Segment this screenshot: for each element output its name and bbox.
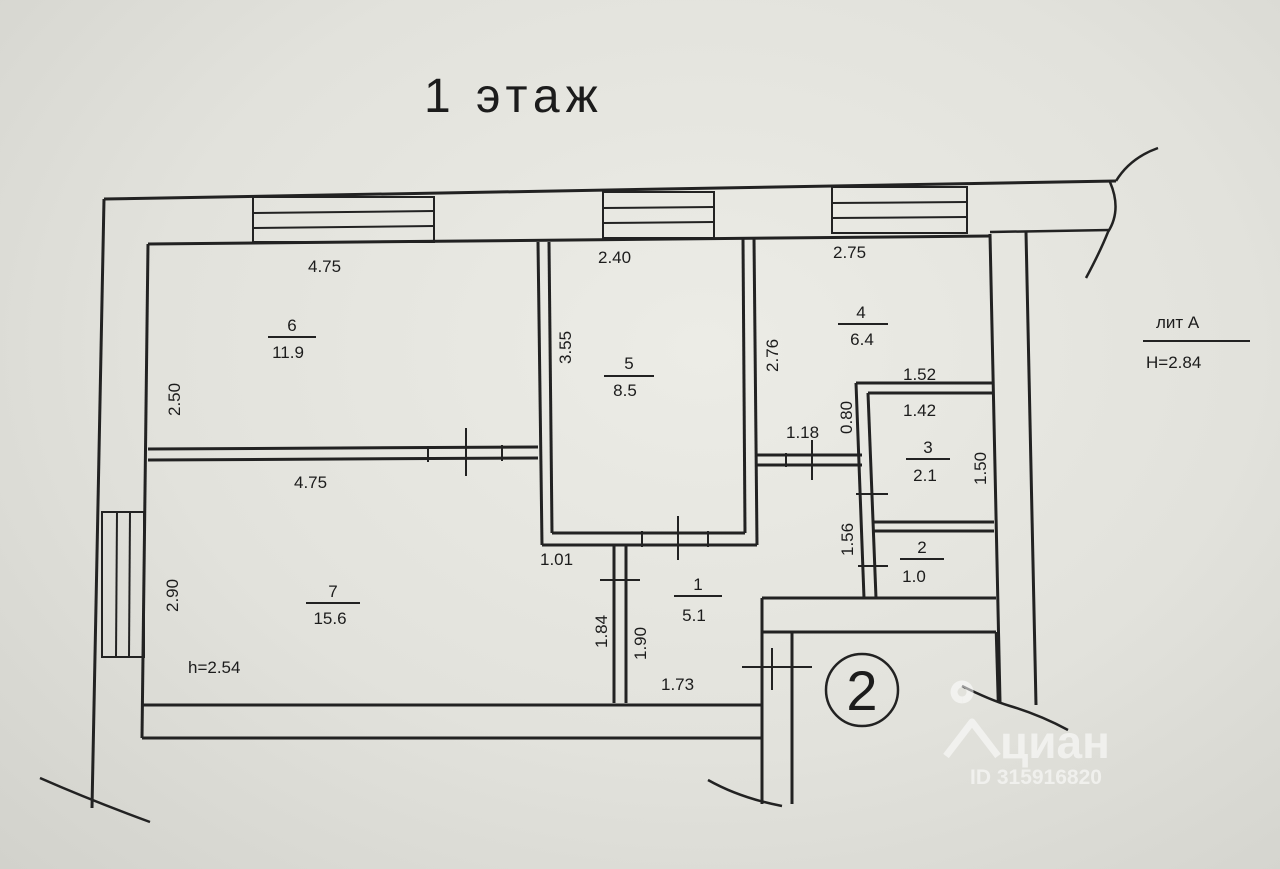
window-4 xyxy=(101,511,145,658)
svg-text:3: 3 xyxy=(923,438,932,457)
dim-hall-partition-b: 1.90 xyxy=(631,627,650,660)
floor-height-label: h=2.54 xyxy=(188,658,240,677)
dim-corridor: 1.18 xyxy=(786,423,819,442)
dim-hall-bottom: 1.73 xyxy=(661,675,694,694)
room-3-label: 3 2.1 xyxy=(906,438,950,485)
dim-room4-left: 2.76 xyxy=(763,339,782,372)
room-2-label: 2 1.0 xyxy=(900,538,944,586)
svg-text:5: 5 xyxy=(624,354,633,373)
dim-room2-left: 1.56 xyxy=(838,523,857,556)
dim-room5-top: 2.40 xyxy=(598,248,631,267)
dim-room6-bottom: 4.75 xyxy=(294,473,327,492)
dim-room4-top: 2.75 xyxy=(833,243,866,262)
svg-text:8.5: 8.5 xyxy=(613,381,637,400)
dim-room3-top-outer: 1.52 xyxy=(903,365,936,384)
room-7-label: 7 15.6 xyxy=(306,582,360,628)
window-1 xyxy=(252,196,435,243)
dim-room3-left: 0.80 xyxy=(837,401,856,434)
svg-text:4: 4 xyxy=(856,303,865,322)
watermark: циан ID 315916820 xyxy=(943,680,1110,789)
svg-text:1.0: 1.0 xyxy=(902,567,926,586)
room-4-label: 4 6.4 xyxy=(838,303,888,349)
svg-text:5.1: 5.1 xyxy=(682,606,706,625)
entrance-marker: 2 xyxy=(824,652,900,728)
room-1-label: 1 5.1 xyxy=(674,575,722,625)
dim-room7-left: 2.90 xyxy=(163,579,182,612)
building-lit-label: лит А xyxy=(1156,313,1200,332)
dim-hall-partition-a: 1.84 xyxy=(592,615,611,648)
interior-walls xyxy=(147,237,994,703)
watermark-brand: циан xyxy=(1000,716,1110,768)
dim-room6-top: 4.75 xyxy=(308,257,341,276)
svg-text:2.1: 2.1 xyxy=(913,466,937,485)
svg-text:7: 7 xyxy=(328,582,337,601)
svg-text:11.9: 11.9 xyxy=(272,343,304,362)
door-marks xyxy=(427,428,888,690)
window-2 xyxy=(602,191,715,239)
dimension-labels: 4.75 2.50 4.75 2.40 3.55 2.75 2.76 1.52 … xyxy=(163,243,990,694)
svg-text:6.4: 6.4 xyxy=(850,330,874,349)
room-5-label: 5 8.5 xyxy=(604,354,654,400)
cian-logo-icon xyxy=(943,680,1001,759)
floor-title: 1 этаж xyxy=(424,70,604,123)
watermark-id: ID 315916820 xyxy=(970,766,1102,789)
svg-text:6: 6 xyxy=(287,316,296,335)
svg-text:2: 2 xyxy=(917,538,926,557)
room-6-label: 6 11.9 xyxy=(268,316,316,362)
svg-text:1: 1 xyxy=(693,575,702,594)
dim-hall-left-top: 1.01 xyxy=(540,550,573,569)
svg-text:15.6: 15.6 xyxy=(313,609,346,628)
window-3 xyxy=(831,186,968,234)
entrance-number: 2 xyxy=(846,659,877,722)
building-height-label: H=2.84 xyxy=(1146,353,1201,372)
dim-room3-right: 1.50 xyxy=(971,452,990,485)
dim-room5-left: 3.55 xyxy=(556,331,575,364)
building-label: лит А H=2.84 xyxy=(1143,313,1250,372)
dim-room6-left: 2.50 xyxy=(165,383,184,416)
dim-room3-top-inner: 1.42 xyxy=(903,401,936,420)
